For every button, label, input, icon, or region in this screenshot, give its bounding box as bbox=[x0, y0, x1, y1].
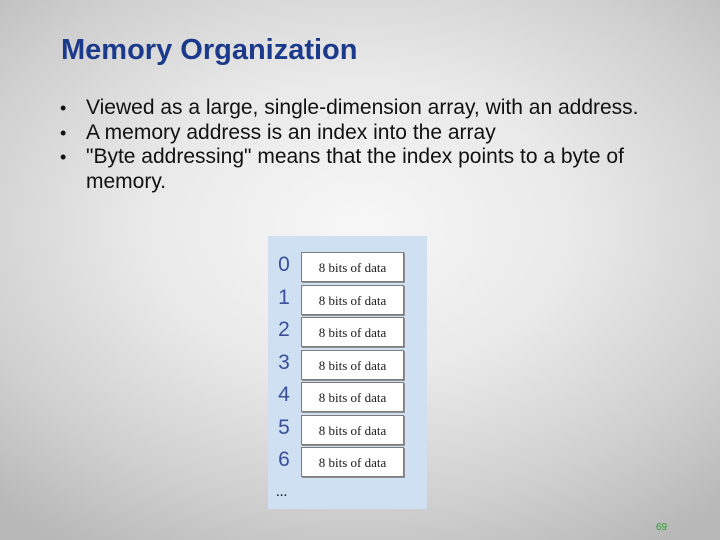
bullet-item: • "Byte addressing" means that the index… bbox=[60, 145, 660, 194]
memory-address-index: 6 bbox=[278, 448, 290, 471]
memory-row: 5 8 bits of data bbox=[268, 414, 427, 447]
memory-cell-label: 8 bits of data bbox=[318, 455, 387, 470]
memory-cell: 8 bits of data bbox=[301, 382, 404, 412]
memory-address-index: 1 bbox=[278, 285, 290, 309]
memory-row: 6 8 bits of data bbox=[268, 446, 427, 479]
memory-cell-label: 8 bits of data bbox=[318, 357, 387, 373]
page-number: 69 bbox=[656, 522, 668, 533]
memory-ellipsis: ... bbox=[276, 484, 288, 500]
bullet-text: A memory address is an index into the ar… bbox=[86, 120, 496, 144]
memory-cell-label: 8 bits of data bbox=[318, 422, 387, 438]
bullet-item: • Viewed as a large, single-dimension ar… bbox=[60, 96, 660, 121]
memory-address-index: 3 bbox=[278, 350, 290, 374]
memory-row: 2 8 bits of data bbox=[268, 316, 427, 349]
memory-cell-label: 8 bits of data bbox=[318, 292, 387, 308]
memory-row: 0 8 bits of data bbox=[268, 251, 427, 284]
memory-cell-label: 8 bits of data bbox=[318, 260, 387, 275]
memory-cell-label: 8 bits of data bbox=[318, 325, 387, 340]
memory-cell: 8 bits of data bbox=[301, 317, 404, 347]
bullet-marker: • bbox=[60, 147, 67, 167]
memory-row: 4 8 bits of data bbox=[268, 381, 427, 414]
memory-cell: 8 bits of data bbox=[301, 447, 404, 477]
memory-row: 1 8 bits of data bbox=[268, 284, 427, 317]
memory-address-index: 5 bbox=[278, 415, 290, 439]
memory-address-index: 4 bbox=[278, 383, 290, 406]
bullet-marker: • bbox=[60, 98, 67, 118]
memory-address-index: 2 bbox=[278, 318, 290, 341]
memory-array-figure: 0 8 bits of data 1 8 bits of data 2 8 bi… bbox=[268, 236, 427, 509]
memory-address-index: 0 bbox=[278, 253, 290, 276]
memory-cell: 8 bits of data bbox=[301, 349, 404, 380]
memory-row: 3 8 bits of data bbox=[268, 349, 427, 382]
bullet-list: • Viewed as a large, single-dimension ar… bbox=[60, 96, 660, 194]
memory-cell: 8 bits of data bbox=[301, 252, 404, 282]
memory-cell: 8 bits of data bbox=[301, 284, 404, 315]
bullet-text: Viewed as a large, single-dimension arra… bbox=[86, 96, 639, 119]
bullet-marker: • bbox=[60, 122, 67, 143]
bullet-text: "Byte addressing" means that the index p… bbox=[86, 145, 624, 193]
slide-title: Memory Organization bbox=[61, 34, 358, 66]
memory-cell-label: 8 bits of data bbox=[318, 390, 387, 405]
memory-cell: 8 bits of data bbox=[301, 414, 404, 445]
bullet-item: • A memory address is an index into the … bbox=[60, 121, 660, 146]
